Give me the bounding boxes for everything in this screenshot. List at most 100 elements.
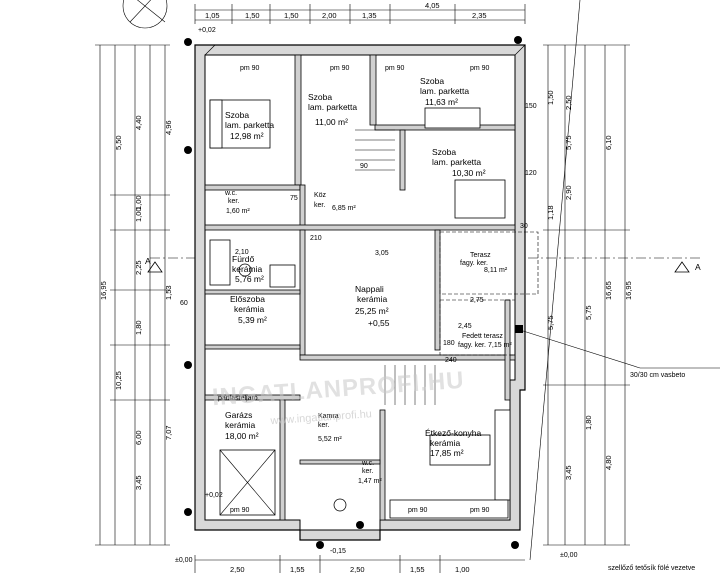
door-label: pm 90 — [408, 507, 428, 514]
dim-right-5: 1,50 — [546, 90, 555, 105]
dim-top-4: 2,00 — [322, 11, 337, 20]
inner-dim: 30 — [520, 223, 528, 230]
dim-left-13: 4,96 — [164, 120, 173, 135]
room-area: 11,00 m² — [315, 117, 348, 127]
room-floor: kerámia — [430, 438, 461, 448]
top-dimensions: 1,05 1,50 1,50 2,00 1,35 4,05 2,35 — [194, 1, 526, 24]
room-name: w.c. — [224, 190, 237, 197]
room-floor: lam. parketta — [432, 157, 481, 167]
level-bottom-left: ±0,00 — [175, 557, 193, 564]
door-label: pm 90 — [330, 65, 350, 72]
room-name: Szoba — [420, 76, 444, 86]
leader-diagonal — [529, 0, 581, 561]
bottom-dimensions: 2,50 1,55 2,50 1,55 1,00 — [194, 555, 525, 573]
room-name: Előszoba — [230, 294, 265, 304]
dim-left-7: 1,80 — [134, 320, 143, 335]
room-area: 5,76 m² — [235, 274, 264, 284]
dim-bottom-2: 1,55 — [290, 565, 305, 573]
room-area: 10,30 m² — [452, 168, 486, 178]
dim-left-12: 7,07 — [164, 425, 173, 440]
right-dimensions: 5,75 6,10 2,90 2,50 1,50 5,75 16,65 16,9… — [543, 44, 633, 546]
room-floor: fagy. ker. — [458, 342, 486, 349]
wardrobe-icon — [424, 107, 481, 129]
dim-left-5: 2,25 — [134, 260, 143, 275]
room-floor: kerámia — [234, 304, 265, 314]
room-name: Szoba — [225, 110, 249, 120]
dim-right-6: 5,75 — [584, 305, 593, 320]
dim-left-11: 3,45 — [134, 475, 143, 490]
inner-dim: 2,45 — [458, 323, 472, 330]
room-area: 8,11 m² — [484, 267, 508, 274]
dim-right-12: 1,18 — [546, 205, 555, 220]
inner-dim: 2,75 — [470, 297, 484, 304]
dim-left-2: 4,40 — [134, 115, 143, 130]
sink-icon — [238, 263, 252, 277]
door-label: pm 90 — [385, 65, 405, 72]
dim-left-10: 6,00 — [134, 430, 143, 445]
level-front: -0,15 — [330, 548, 346, 555]
room-floor: fagy. ker. — [460, 260, 488, 267]
dim-left-3: 1,00 — [134, 195, 143, 210]
door-label: pm 90 — [470, 65, 490, 72]
toilet-icon — [333, 498, 347, 512]
room-floor: ker. — [314, 202, 325, 209]
room-area: 7,15 m² — [488, 342, 512, 349]
room-name: Étkező-konyha — [425, 428, 481, 438]
terrace-outline — [439, 231, 539, 356]
kitchen-unit-icon — [389, 499, 509, 519]
door-label: pm 90 — [230, 507, 250, 514]
dim-top-2: 1,50 — [245, 11, 260, 20]
inner-dim: 240 — [445, 357, 457, 364]
door-labels: pm 90 pm 90 pm 90 pm 90 pm 90 pm 90 pm 9… — [230, 65, 490, 514]
inner-dim: 90 — [360, 163, 368, 170]
room-floor: lam. parketta — [308, 102, 357, 112]
inner-dim: 5,75 — [546, 315, 555, 330]
inner-dimensions: 2,10 3,05 2,75 2,45 210 75 90 120 150 18… — [180, 103, 555, 364]
inner-dim: 180 — [443, 340, 455, 347]
dim-top-7: 2,35 — [472, 11, 487, 20]
bathtub-icon — [209, 239, 231, 286]
bottom-note: szellőző tetősík fölé vezetve — [608, 565, 695, 572]
dim-left-1: 5,50 — [114, 135, 123, 150]
room-labels: Szoba lam. parketta 12,98 m² Szoba lam. … — [224, 76, 512, 485]
inner-dim: 150 — [525, 103, 537, 110]
dim-right-11: 1,80 — [584, 415, 593, 430]
door-label: pm 90 — [470, 507, 490, 514]
inner-dim: 2,10 — [235, 249, 249, 256]
room-name: w.c. — [361, 460, 374, 467]
room-floor: ker. — [228, 198, 239, 205]
kitchen-counter-icon — [494, 409, 511, 501]
room-area: 25,25 m² — [355, 306, 389, 316]
room-floor: kerámia — [232, 264, 263, 274]
left-dimensions: 5,50 4,40 1,00 1,00 2,25 1,53 1,80 10,25… — [95, 44, 173, 546]
room-name: Fedett terasz — [462, 333, 503, 340]
room-area: 1,60 m² — [226, 208, 250, 215]
door-label: pm 90 — [240, 65, 260, 72]
room-name: Garázs — [225, 410, 252, 420]
stair-hatch — [355, 129, 436, 405]
furniture — [209, 99, 511, 519]
room-area: 17,85 m² — [430, 448, 464, 458]
room-floor: ker. — [362, 468, 373, 475]
dim-top-5: 1,35 — [362, 11, 377, 20]
room-name: Fürdő — [232, 254, 254, 264]
dim-left-6: 1,53 — [164, 285, 173, 300]
dim-right-9: 3,45 — [564, 465, 573, 480]
inner-dim: 120 — [525, 170, 537, 177]
column-leader: 30/30 cm vasbeto — [519, 329, 720, 379]
vasbeton-label: 30/30 cm vasbeto — [630, 372, 685, 379]
dining-table-icon — [429, 434, 491, 466]
attic-access-label: padlásfeljáró — [218, 395, 258, 402]
inner-dim: 3,05 — [375, 250, 389, 257]
room-name: Köz — [314, 192, 327, 199]
room-name: Terasz — [470, 252, 491, 259]
bed-icon-2 — [454, 179, 506, 219]
inner-dim: 60 — [180, 300, 188, 307]
section-label-right: A — [695, 262, 701, 272]
dim-top-6: 4,05 — [425, 1, 440, 10]
orientation-marker — [122, 0, 168, 29]
room-area: 12,98 m² — [230, 131, 264, 141]
shower-icon — [269, 264, 296, 288]
room-area: 6,85 m² — [332, 205, 356, 212]
